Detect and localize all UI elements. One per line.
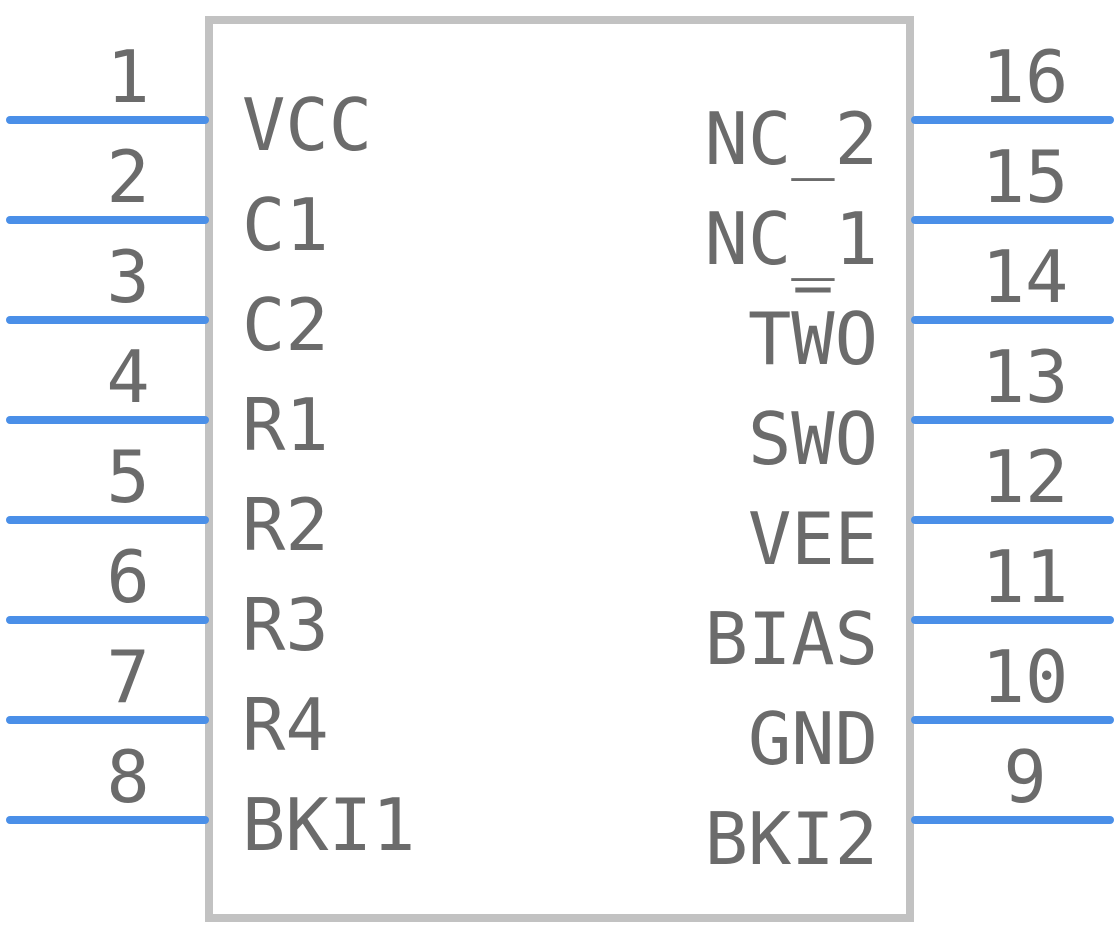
pin-label: NC_1 — [705, 197, 878, 281]
pin-number: 11 — [982, 535, 1069, 619]
pin-number: 12 — [982, 435, 1069, 519]
pin-number: 14 — [982, 235, 1069, 319]
pin-label: BKI1 — [242, 783, 415, 867]
pin-number: 6 — [106, 535, 149, 619]
pin-number: 5 — [106, 435, 149, 519]
pin-number: 2 — [106, 135, 149, 219]
pin-number: 13 — [982, 335, 1069, 419]
pin-number: 1 — [106, 35, 149, 119]
pin-label: BKI2 — [705, 797, 878, 881]
pin-number: 3 — [106, 235, 149, 319]
pin-number: 10 — [982, 635, 1069, 719]
pin-label: C2 — [242, 283, 329, 367]
pin-label: R3 — [242, 583, 329, 667]
pin-label: SWO — [748, 397, 878, 481]
pin-label: R4 — [242, 683, 329, 767]
pin-label: R2 — [242, 483, 329, 567]
pin-label: VCC — [242, 83, 372, 167]
pin-number: 16 — [982, 35, 1069, 119]
pin-label: GND — [748, 697, 878, 781]
pin-number: 9 — [1003, 735, 1046, 819]
component-body — [205, 16, 914, 922]
pin-label: C1 — [242, 183, 329, 267]
pin-label: VEE — [748, 497, 878, 581]
pin-number: 15 — [982, 135, 1069, 219]
pin-number: 7 — [106, 635, 149, 719]
pin-number: 8 — [106, 735, 149, 819]
pin-label: R1 — [242, 383, 329, 467]
pin-label: NC_2 — [705, 97, 878, 181]
pin-label: BIAS — [705, 597, 878, 681]
pin-number: 4 — [106, 335, 149, 419]
pin-label: TWO — [748, 297, 878, 381]
